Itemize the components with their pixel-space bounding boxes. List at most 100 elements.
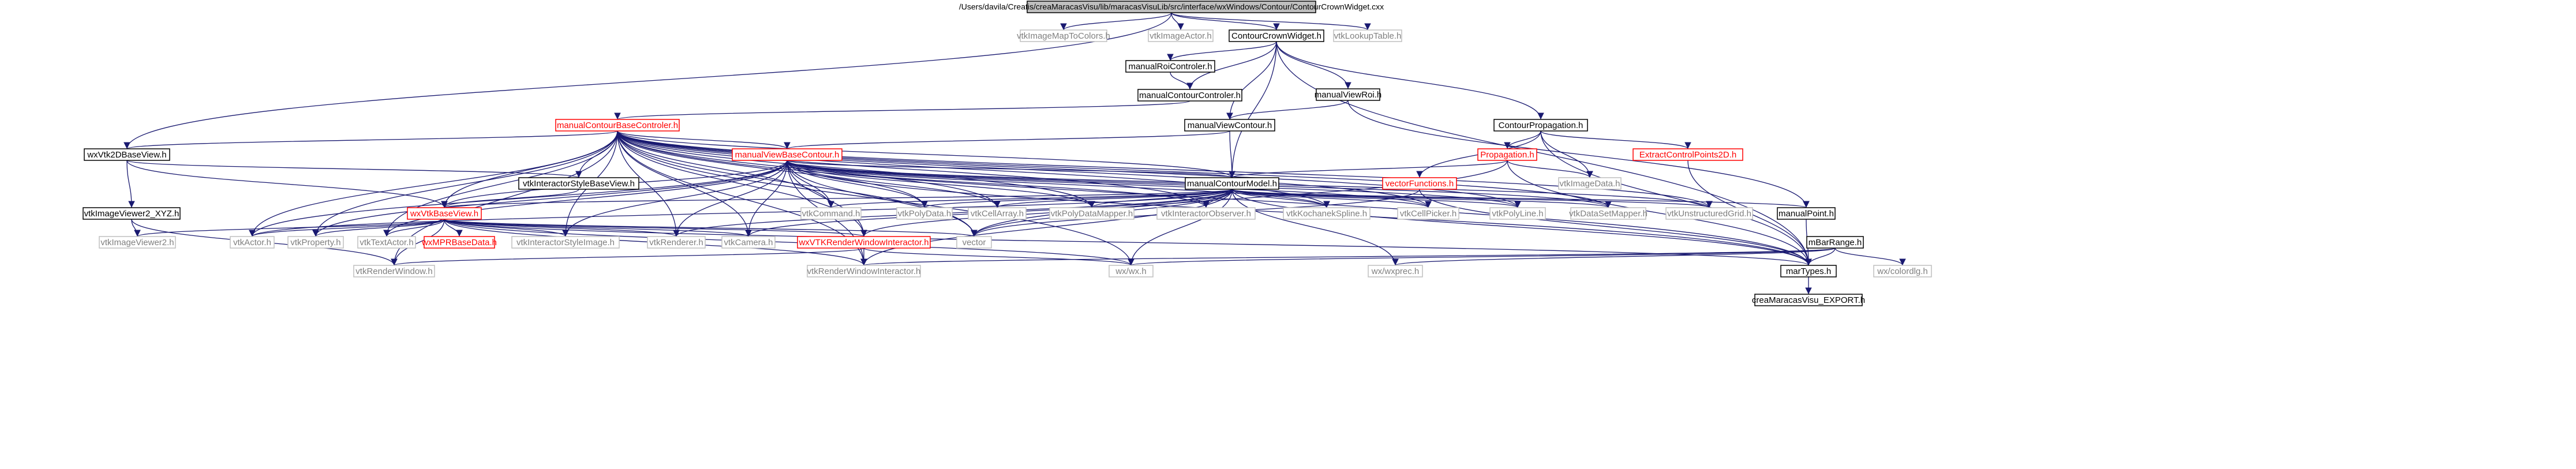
node-vtkLookupTable[interactable]: vtkLookupTable.h xyxy=(1333,29,1402,42)
node-box xyxy=(230,236,275,249)
edge-manualContourControler-to-manualContourBaseControler xyxy=(614,100,1190,120)
node-vtkCellArray[interactable]: vtkCellArray.h xyxy=(968,207,1027,220)
node-wxVtk2DBaseView[interactable]: wxVtk2DBaseView.h xyxy=(84,148,170,161)
node-vtkInteractorObserver[interactable]: vtkInteractorObserver.h xyxy=(1156,207,1256,220)
node-manualViewRoi[interactable]: manualViewRoi.h xyxy=(1315,88,1381,101)
node-vtkCellPicker[interactable]: vtkCellPicker.h xyxy=(1397,207,1459,220)
node-label: vtkImageActor.h xyxy=(1150,31,1212,41)
node-label: vtkImageViewer2_XYZ.h xyxy=(84,209,179,219)
node-box xyxy=(968,207,1027,220)
edge-wxVtk2DBaseView-to-vtkInteractorStyleBaseView xyxy=(126,160,582,178)
node-label: wxVTKRenderWindowInteractor.h xyxy=(798,238,928,247)
node-vtkPolyLine[interactable]: vtkPolyLine.h xyxy=(1489,207,1546,220)
edge-wxVtkBaseView-to-wxMPRBaseData xyxy=(444,219,463,237)
node-manualViewContour[interactable]: manualViewContour.h xyxy=(1184,119,1275,132)
node-creaMaracasVisu_EXPORT[interactable]: creaMaracasVisu_EXPORT.h xyxy=(1752,294,1865,306)
edge-manualContourBaseControler-to-vtkUnstructuredGrid xyxy=(617,130,1713,208)
node-vtkRenderWindowInteractor[interactable]: vtkRenderWindowInteractor.h xyxy=(807,265,921,277)
node-vectorFunctions[interactable]: vectorFunctions.h xyxy=(1382,177,1457,190)
edge-root-to-ContourCrownWidget xyxy=(1171,12,1280,31)
node-vtkInteractorStyleImage[interactable]: vtkInteractorStyleImage.h xyxy=(511,236,620,249)
node-manualContourBaseControler[interactable]: manualContourBaseControler.h xyxy=(555,119,680,132)
node-box xyxy=(1368,265,1423,277)
edge-manualContourModel-to-vtkPolyLine xyxy=(1231,189,1521,208)
node-box xyxy=(1229,29,1324,42)
edge-manualContourModel-to-marTypes xyxy=(1231,189,1812,266)
edge-root-to-vtkImageActor xyxy=(1171,12,1184,31)
edge-manualContourModel-to-manualPoint xyxy=(1231,189,1810,208)
node-vtkDataSetMapper[interactable]: vtkDataSetMapper.h xyxy=(1569,207,1648,220)
node-vtkCamera[interactable]: vtkCamera.h xyxy=(721,236,776,249)
node-wxMPRBaseData[interactable]: wxMPRBaseData.h xyxy=(421,236,497,249)
node-wxwxprec[interactable]: wx/wxprec.h xyxy=(1368,265,1423,277)
node-vtkPolyDataMapper[interactable]: vtkPolyDataMapper.h xyxy=(1049,207,1135,220)
node-vtkUnstructuredGrid[interactable]: vtkUnstructuredGrid.h xyxy=(1665,207,1753,220)
node-vtkTextActor[interactable]: vtkTextActor.h xyxy=(357,236,416,249)
node-root[interactable]: /Users/davila/Creatis/creaMaracasVisu/li… xyxy=(959,1,1384,13)
node-vtkPolyData[interactable]: vtkPolyData.h xyxy=(896,207,953,220)
node-ContourPropagation[interactable]: ContourPropagation.h xyxy=(1493,119,1588,132)
edge-manualContourBaseControler-to-vtkProperty xyxy=(312,130,618,237)
node-label: wxMPRBaseData.h xyxy=(421,238,497,247)
node-box xyxy=(1489,207,1546,220)
node-box xyxy=(84,148,170,161)
node-vtkKochanekSpline[interactable]: vtkKochanekSpline.h xyxy=(1283,207,1371,220)
node-marTypes[interactable]: marTypes.h xyxy=(1780,265,1837,277)
node-box xyxy=(1333,29,1402,42)
node-vtkImageData[interactable]: vtkImageData.h xyxy=(1558,177,1622,190)
node-label: manualContourModel.h xyxy=(1187,179,1277,189)
node-manualPoint[interactable]: manualPoint.h xyxy=(1777,207,1836,220)
node-ExtractControlPoints2D[interactable]: ExtractControlPoints2D.h xyxy=(1633,148,1743,161)
edge-mBarRange-to-vtkRenderWindowInteractor xyxy=(861,247,1836,266)
node-box xyxy=(1027,1,1316,13)
node-vtkActor[interactable]: vtkActor.h xyxy=(230,236,275,249)
node-label: vtkPolyDataMapper.h xyxy=(1051,209,1133,219)
node-label: vtkPolyData.h xyxy=(898,209,952,219)
node-label: vtkImageMapToColors.h xyxy=(1017,31,1110,41)
node-vtkCommand[interactable]: vtkCommand.h xyxy=(800,207,862,220)
node-label: marTypes.h xyxy=(1786,267,1831,276)
node-vtkImageMapToColors[interactable]: vtkImageMapToColors.h xyxy=(1017,29,1110,42)
node-label: vtkImageData.h xyxy=(1559,179,1620,189)
node-wxwx[interactable]: wx/wx.h xyxy=(1109,265,1154,277)
node-vtkProperty[interactable]: vtkProperty.h xyxy=(287,236,344,249)
node-vector[interactable]: vector xyxy=(956,236,992,249)
node-label: vtkInteractorObserver.h xyxy=(1161,209,1251,219)
edge-manualViewContour-to-manualViewBaseContour xyxy=(784,130,1230,149)
node-vtkRenderWindow[interactable]: vtkRenderWindow.h xyxy=(353,265,435,277)
node-mBarRange[interactable]: mBarRange.h xyxy=(1806,236,1864,249)
node-vtkImageActor[interactable]: vtkImageActor.h xyxy=(1148,29,1214,42)
node-wxVtkBaseView[interactable]: wxVtkBaseView.h xyxy=(407,207,482,220)
node-vtkRenderer[interactable]: vtkRenderer.h xyxy=(647,236,706,249)
node-manualViewBaseContour[interactable]: manualViewBaseContour.h xyxy=(732,148,843,161)
node-manualContourControler[interactable]: manualContourControler.h xyxy=(1137,89,1242,102)
node-Propagation[interactable]: Propagation.h xyxy=(1477,148,1537,161)
node-manualRoiControler[interactable]: manualRoiControler.h xyxy=(1125,60,1215,73)
node-label: vtkLookupTable.h xyxy=(1334,31,1402,41)
edge-ContourPropagation-to-vtkImageData xyxy=(1540,130,1593,178)
node-wxVTKRenderWindowInteractor[interactable]: wxVTKRenderWindowInteractor.h xyxy=(797,236,931,249)
node-box xyxy=(896,207,953,220)
node-box xyxy=(732,148,843,161)
edge-manualViewRoi-to-manualViewContour xyxy=(1226,100,1349,120)
node-box xyxy=(1873,265,1932,277)
edge-manualViewRoi-to-manualPoint xyxy=(1347,100,1810,208)
edge-manualContourBaseControler-to-manualContourModel xyxy=(617,130,1235,178)
edge-manualContourModel-to-vtkRenderWindowInteractor xyxy=(860,189,1233,266)
edge-manualContourModel-to-vtkCommand xyxy=(828,189,1233,208)
node-ContourCrownWidget[interactable]: ContourCrownWidget.h xyxy=(1229,29,1324,42)
edge-ContourCrownWidget-to-manualContourControler xyxy=(1186,41,1277,90)
node-wxcolordlg[interactable]: wx/colordlg.h xyxy=(1873,265,1932,277)
node-vtkImageViewer2_XYZ[interactable]: vtkImageViewer2_XYZ.h xyxy=(83,207,181,220)
node-box xyxy=(800,207,862,220)
node-box xyxy=(287,236,344,249)
node-label: vtkCellPicker.h xyxy=(1400,209,1457,219)
edge-ContourPropagation-to-marTypes xyxy=(1540,130,1812,266)
node-box xyxy=(1777,207,1836,220)
edge-ContourCrownWidget-to-manualRoiControler xyxy=(1167,41,1277,61)
node-manualContourModel[interactable]: manualContourModel.h xyxy=(1185,177,1279,190)
node-label: vtkRenderer.h xyxy=(649,238,703,247)
node-vtkInteractorStyleBaseView[interactable]: vtkInteractorStyleBaseView.h xyxy=(518,177,639,190)
node-vtkImageViewer2[interactable]: vtkImageViewer2.h xyxy=(99,236,176,249)
